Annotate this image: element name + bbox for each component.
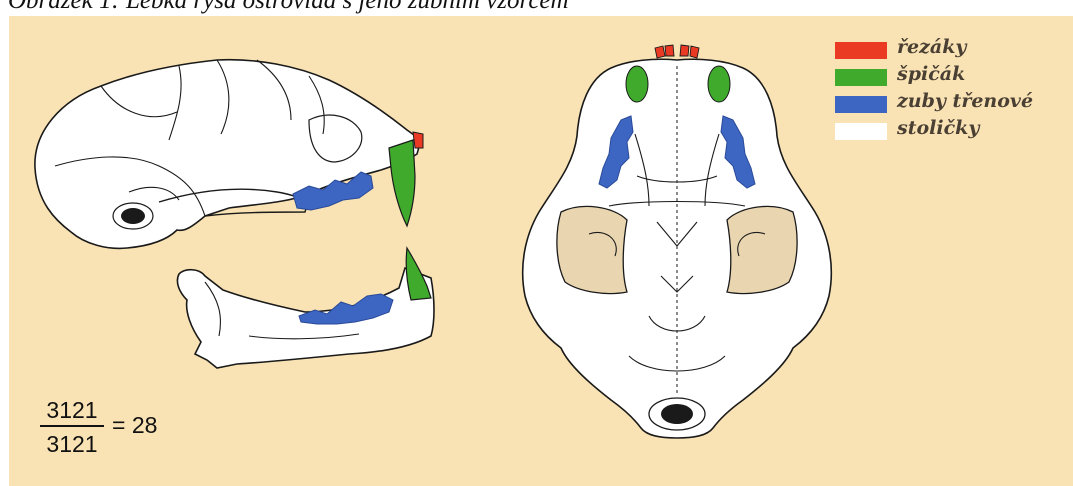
legend-swatch-canine (835, 69, 887, 86)
figure-caption: Obrázek 1: Lebka rysa ostrovida s jeho z… (8, 0, 569, 15)
dental-formula-denominator: 3121 (40, 430, 104, 458)
left-canine-ventral (626, 66, 648, 102)
cranium-side-view (35, 60, 423, 249)
mandible-side-view (177, 248, 434, 368)
legend-label-premolars: zuby třenové (897, 90, 1033, 112)
dental-formula-result: = 28 (112, 412, 157, 439)
lower-canine (406, 248, 431, 300)
legend-label-incisors: řezáky (897, 36, 966, 58)
incisors-ventral (655, 45, 699, 58)
legend-swatch-incisors (835, 42, 887, 59)
fraction-bar (40, 425, 104, 427)
occipital-opening (661, 404, 693, 424)
ear-opening (121, 208, 145, 224)
legend-swatch-molars (835, 123, 887, 140)
skull-illustration (9, 16, 1073, 486)
upper-incisors (413, 132, 423, 148)
dental-formula-fraction: 3121 3121 (40, 396, 104, 458)
diagram-panel: řezáky špičák zuby třenové stoličky 3121… (9, 16, 1073, 486)
legend-label-molars: stoličky (897, 117, 979, 139)
upper-canine (389, 140, 415, 226)
dental-formula-numerator: 3121 (40, 396, 104, 424)
legend-swatch-premolars (835, 96, 887, 113)
right-canine-ventral (708, 66, 730, 102)
legend-label-canine: špičák (897, 63, 965, 85)
skull-ventral-view (523, 45, 832, 438)
